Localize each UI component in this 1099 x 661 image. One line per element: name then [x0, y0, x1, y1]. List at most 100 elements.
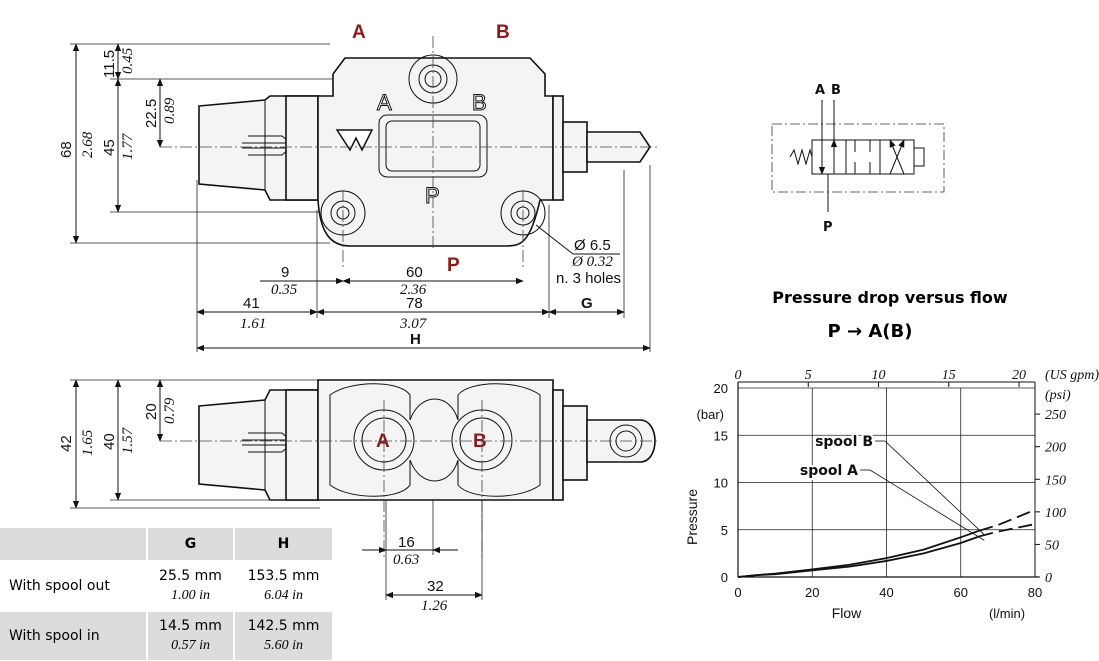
table-row: With spool out 25.5 mm 1.00 in 153.5 mm 6.… [0, 560, 334, 611]
x2-tick-label: 15 [942, 368, 956, 383]
hole-count: n. 3 holes [556, 270, 621, 287]
series-label: spool B [815, 434, 873, 450]
x-tick-label: 80 [1028, 585, 1042, 600]
cell-in: 6.04 in [264, 588, 303, 603]
dim-60-mm: 60 [406, 264, 423, 281]
dim-78-in: 3.07 [399, 316, 428, 332]
series-leader [884, 440, 985, 535]
dim-45-in: 1.77 [120, 132, 136, 160]
y-axis-title: Pressure [684, 489, 700, 545]
table-header-g: G [147, 528, 236, 561]
y-tick-label: 5 [721, 523, 728, 538]
body-letter-b: B [472, 90, 487, 115]
body-letter-p: P [425, 183, 440, 208]
dim-41-in: 1.61 [240, 316, 266, 332]
y2-tick-label: 150 [1045, 473, 1066, 488]
x2-tick-label: 0 [735, 368, 742, 383]
front-port-a: A [376, 431, 390, 452]
dim-h-label: H [410, 331, 421, 348]
cell-in: 0.57 in [171, 638, 210, 653]
series-line [737, 535, 980, 578]
port-label-a: A [352, 22, 366, 43]
table-header-empty [0, 528, 148, 561]
dim-42-in: 1.65 [80, 429, 96, 456]
dim-9-mm: 9 [281, 264, 289, 281]
y2-tick-label: 200 [1045, 441, 1066, 456]
cell-mm: 153.5 mm [247, 568, 320, 584]
dim-9-in: 0.35 [271, 282, 298, 298]
y-tick-label: 10 [714, 476, 728, 491]
x-tick-label: 40 [879, 585, 893, 600]
x-axis-title: Flow [832, 605, 862, 621]
dimension-table: G H With spool out 25.5 mm 1.00 in 153.5 … [0, 528, 334, 660]
table-cell-h: 142.5 mm 5.60 in [234, 610, 334, 660]
row-label: With spool out [0, 560, 148, 611]
y-unit-label: (bar) [697, 407, 724, 422]
lever-symbol [242, 135, 291, 156]
x2-unit-label: (US gpm) [1045, 368, 1099, 383]
x-tick-label: 0 [734, 585, 741, 600]
dim-22-mm: 22.5 [143, 99, 160, 128]
series-leader [869, 469, 985, 541]
x2-tick-label: 10 [872, 368, 886, 383]
x-tick-label: 60 [954, 585, 968, 600]
dim-g-label: G [581, 295, 593, 312]
body-letter-a: A [377, 90, 392, 115]
symbol-label-ab-b: B [831, 83, 841, 98]
port-label-b: B [496, 22, 510, 43]
series-line-dashed [979, 509, 1036, 532]
port-label-p: P [447, 255, 460, 276]
x2-tick-label: 20 [1012, 368, 1026, 383]
front-port-b: B [473, 431, 487, 452]
dim-32-in: 1.26 [421, 598, 448, 614]
dim-68-in: 2.68 [80, 131, 96, 158]
row-label: With spool in [0, 610, 148, 660]
spool-end [586, 131, 651, 163]
cell-mm: 142.5 mm [247, 618, 320, 634]
cell-mm: 25.5 mm [159, 568, 222, 584]
hole-dia-mm: Ø 6.5 [574, 237, 611, 254]
dim-11-in: 0.45 [120, 47, 136, 74]
table-cell-h: 153.5 mm 6.04 in [234, 560, 334, 611]
series-line [737, 529, 980, 578]
y-tick-label: 0 [721, 570, 728, 585]
hole-dia-in: Ø 0.32 [571, 254, 613, 270]
symbol-label-p: P [823, 220, 833, 235]
dim-16-in: 0.63 [393, 552, 419, 568]
dim-20-mm: 20 [143, 403, 160, 420]
dim-40-mm: 40 [101, 433, 118, 450]
series-line-dashed [979, 523, 1036, 538]
dim-78-mm: 78 [406, 295, 423, 312]
dim-11-mm: 11.5 [101, 50, 118, 78]
chart-title: Pressure drop versus flow [772, 288, 1008, 307]
hydraulic-symbol: A B P [771, 83, 945, 235]
cell-mm: 14.5 mm [159, 618, 222, 634]
chart-subtitle: P → A(B) [827, 321, 913, 342]
dim-16-mm: 16 [398, 534, 415, 551]
y2-tick-label: 0 [1045, 571, 1052, 586]
table-cell-g: 14.5 mm 0.57 in [147, 610, 236, 660]
cell-in: 1.00 in [171, 588, 210, 603]
cell-in: 5.60 in [264, 638, 303, 653]
series-label: spool A [800, 463, 858, 479]
symbol-label-ab-a: A [815, 83, 825, 98]
dim-60-in: 2.36 [400, 282, 427, 298]
dim-41-mm: 41 [243, 295, 260, 312]
table-header-h: H [234, 528, 334, 561]
dim-32-mm: 32 [427, 578, 444, 595]
dim-40-in: 1.57 [120, 426, 136, 454]
front-view: A B 42 1.65 40 1.57 20 0.79 16 0.63 32 1… [58, 379, 660, 614]
x-unit-label: (l/min) [989, 606, 1025, 621]
dim-45-mm: 45 [101, 139, 118, 156]
dim-68-mm: 68 [58, 141, 75, 158]
y2-tick-label: 100 [1045, 506, 1066, 521]
valve-body [317, 57, 554, 247]
y2-tick-label: 50 [1045, 538, 1059, 553]
x-tick-label: 20 [805, 585, 819, 600]
table-row: With spool in 14.5 mm 0.57 in 142.5 mm 5.6… [0, 610, 334, 660]
table-cell-g: 25.5 mm 1.00 in [147, 560, 236, 611]
y-tick-label: 20 [714, 381, 728, 396]
dim-22-in: 0.89 [162, 97, 178, 124]
